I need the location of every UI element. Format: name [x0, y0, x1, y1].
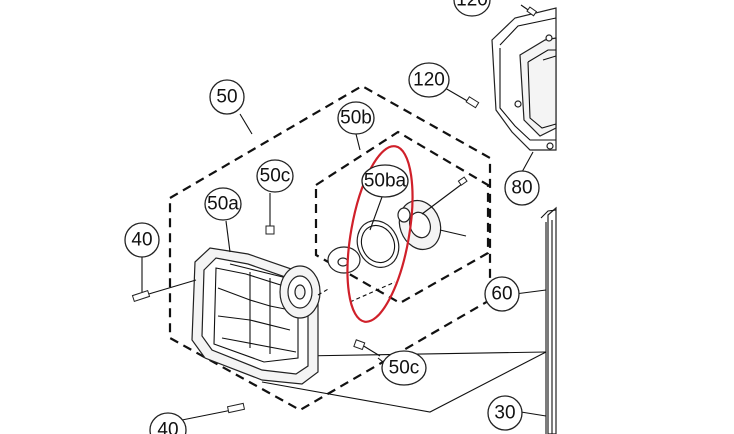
svg-text:50ba: 50ba — [364, 171, 407, 192]
leader-50b — [355, 133, 361, 151]
panel-60 — [540, 206, 557, 434]
screw-120-top — [520, 4, 538, 17]
svg-text:40: 40 — [131, 230, 152, 251]
leader-80 — [521, 151, 534, 173]
speaker-horn-50a — [191, 247, 321, 385]
svg-text:80: 80 — [511, 178, 532, 199]
callout-50ba: 50ba — [361, 164, 409, 198]
screw-50c-top — [265, 193, 275, 235]
leader-to-60 — [299, 351, 547, 357]
leader-50 — [239, 113, 253, 135]
svg-text:50b: 50b — [340, 108, 372, 129]
callout-40: 40 — [124, 222, 160, 258]
svg-text:30: 30 — [494, 403, 515, 424]
screw-40-bottom — [181, 402, 246, 421]
screw-50c-bottom — [353, 339, 381, 357]
svg-text:60: 60 — [491, 284, 512, 305]
callout-120: 120 — [408, 62, 450, 98]
svg-text:50a: 50a — [207, 194, 239, 215]
callout-80: 80 — [504, 170, 540, 206]
screw-120 — [444, 87, 480, 109]
leader-to-30 — [261, 351, 547, 413]
svg-text:120: 120 — [456, 0, 488, 11]
leader-50a — [225, 220, 231, 253]
leader-30 — [520, 411, 547, 417]
callout-40-bottom: 40 — [149, 412, 187, 434]
svg-text:40: 40 — [157, 420, 178, 434]
svg-text:120: 120 — [413, 70, 445, 91]
callout-60: 60 — [484, 276, 520, 312]
callout-50c-bottom: 50c — [381, 350, 427, 386]
callout-30: 30 — [487, 395, 523, 431]
callout-50: 50 — [209, 79, 245, 115]
svg-text:50c: 50c — [260, 166, 291, 187]
horn-housing-80 — [491, 7, 557, 151]
highlight-ellipse — [346, 145, 414, 323]
callout-120-top: 120 — [453, 0, 491, 17]
leader-60 — [514, 289, 547, 295]
assembly-50b-outline — [314, 130, 490, 305]
leader-50ba — [369, 196, 383, 231]
callout-50a: 50a — [204, 187, 242, 221]
screw-40 — [131, 255, 197, 302]
svg-text:50c: 50c — [389, 358, 420, 379]
svg-text:50: 50 — [216, 87, 237, 108]
callout-50c-top: 50c — [256, 159, 294, 193]
callout-50b: 50b — [337, 101, 375, 135]
